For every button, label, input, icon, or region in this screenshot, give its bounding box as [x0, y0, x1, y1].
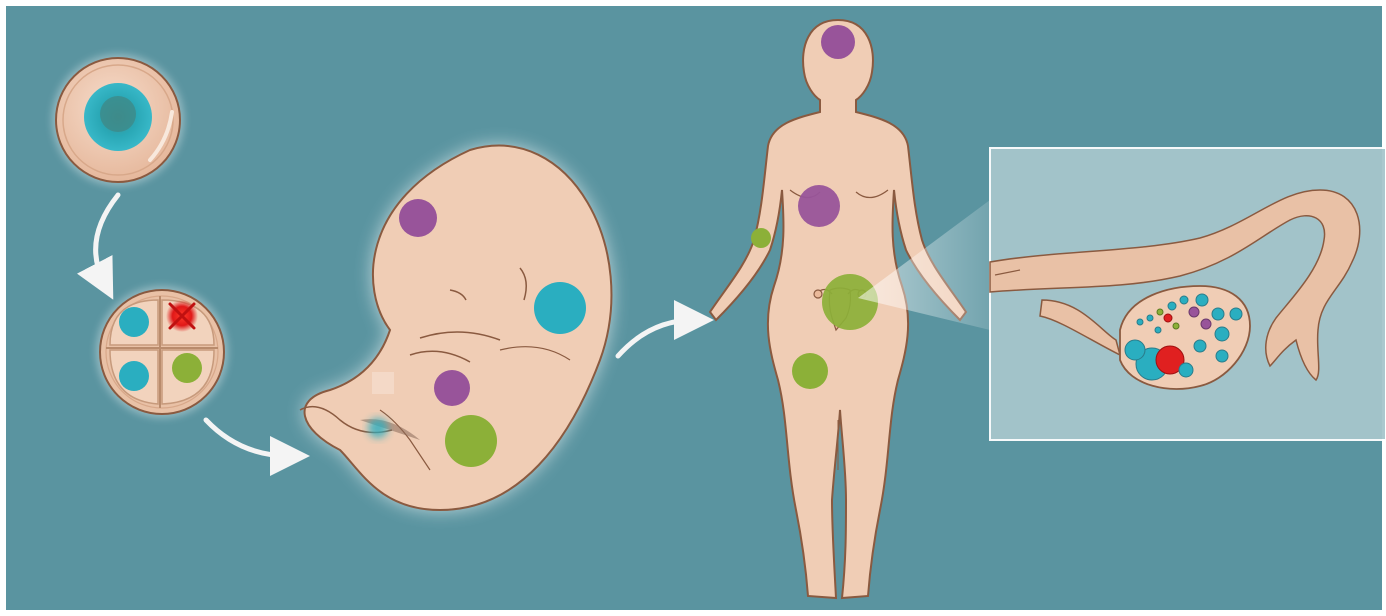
fetus-cyan-marker	[534, 282, 586, 334]
zygote-cell	[52, 54, 184, 186]
blastomere-green-marker	[172, 353, 202, 383]
fetus-green-marker	[445, 415, 497, 467]
fetus-purple-marker	[399, 199, 437, 237]
adult-purple-marker	[821, 25, 855, 59]
fetus-purple-marker	[434, 370, 470, 406]
fetus-cyan-marker	[368, 418, 388, 438]
blastomere-cyan-marker	[119, 361, 149, 391]
adult-green-marker	[822, 274, 878, 330]
four-cell-embryo	[96, 286, 228, 418]
ovary-inset	[990, 148, 1386, 440]
adult-purple-marker	[798, 185, 840, 227]
blastomere-cyan-marker	[119, 307, 149, 337]
adult-green-marker	[792, 353, 828, 389]
adult-green-marker	[751, 228, 771, 248]
